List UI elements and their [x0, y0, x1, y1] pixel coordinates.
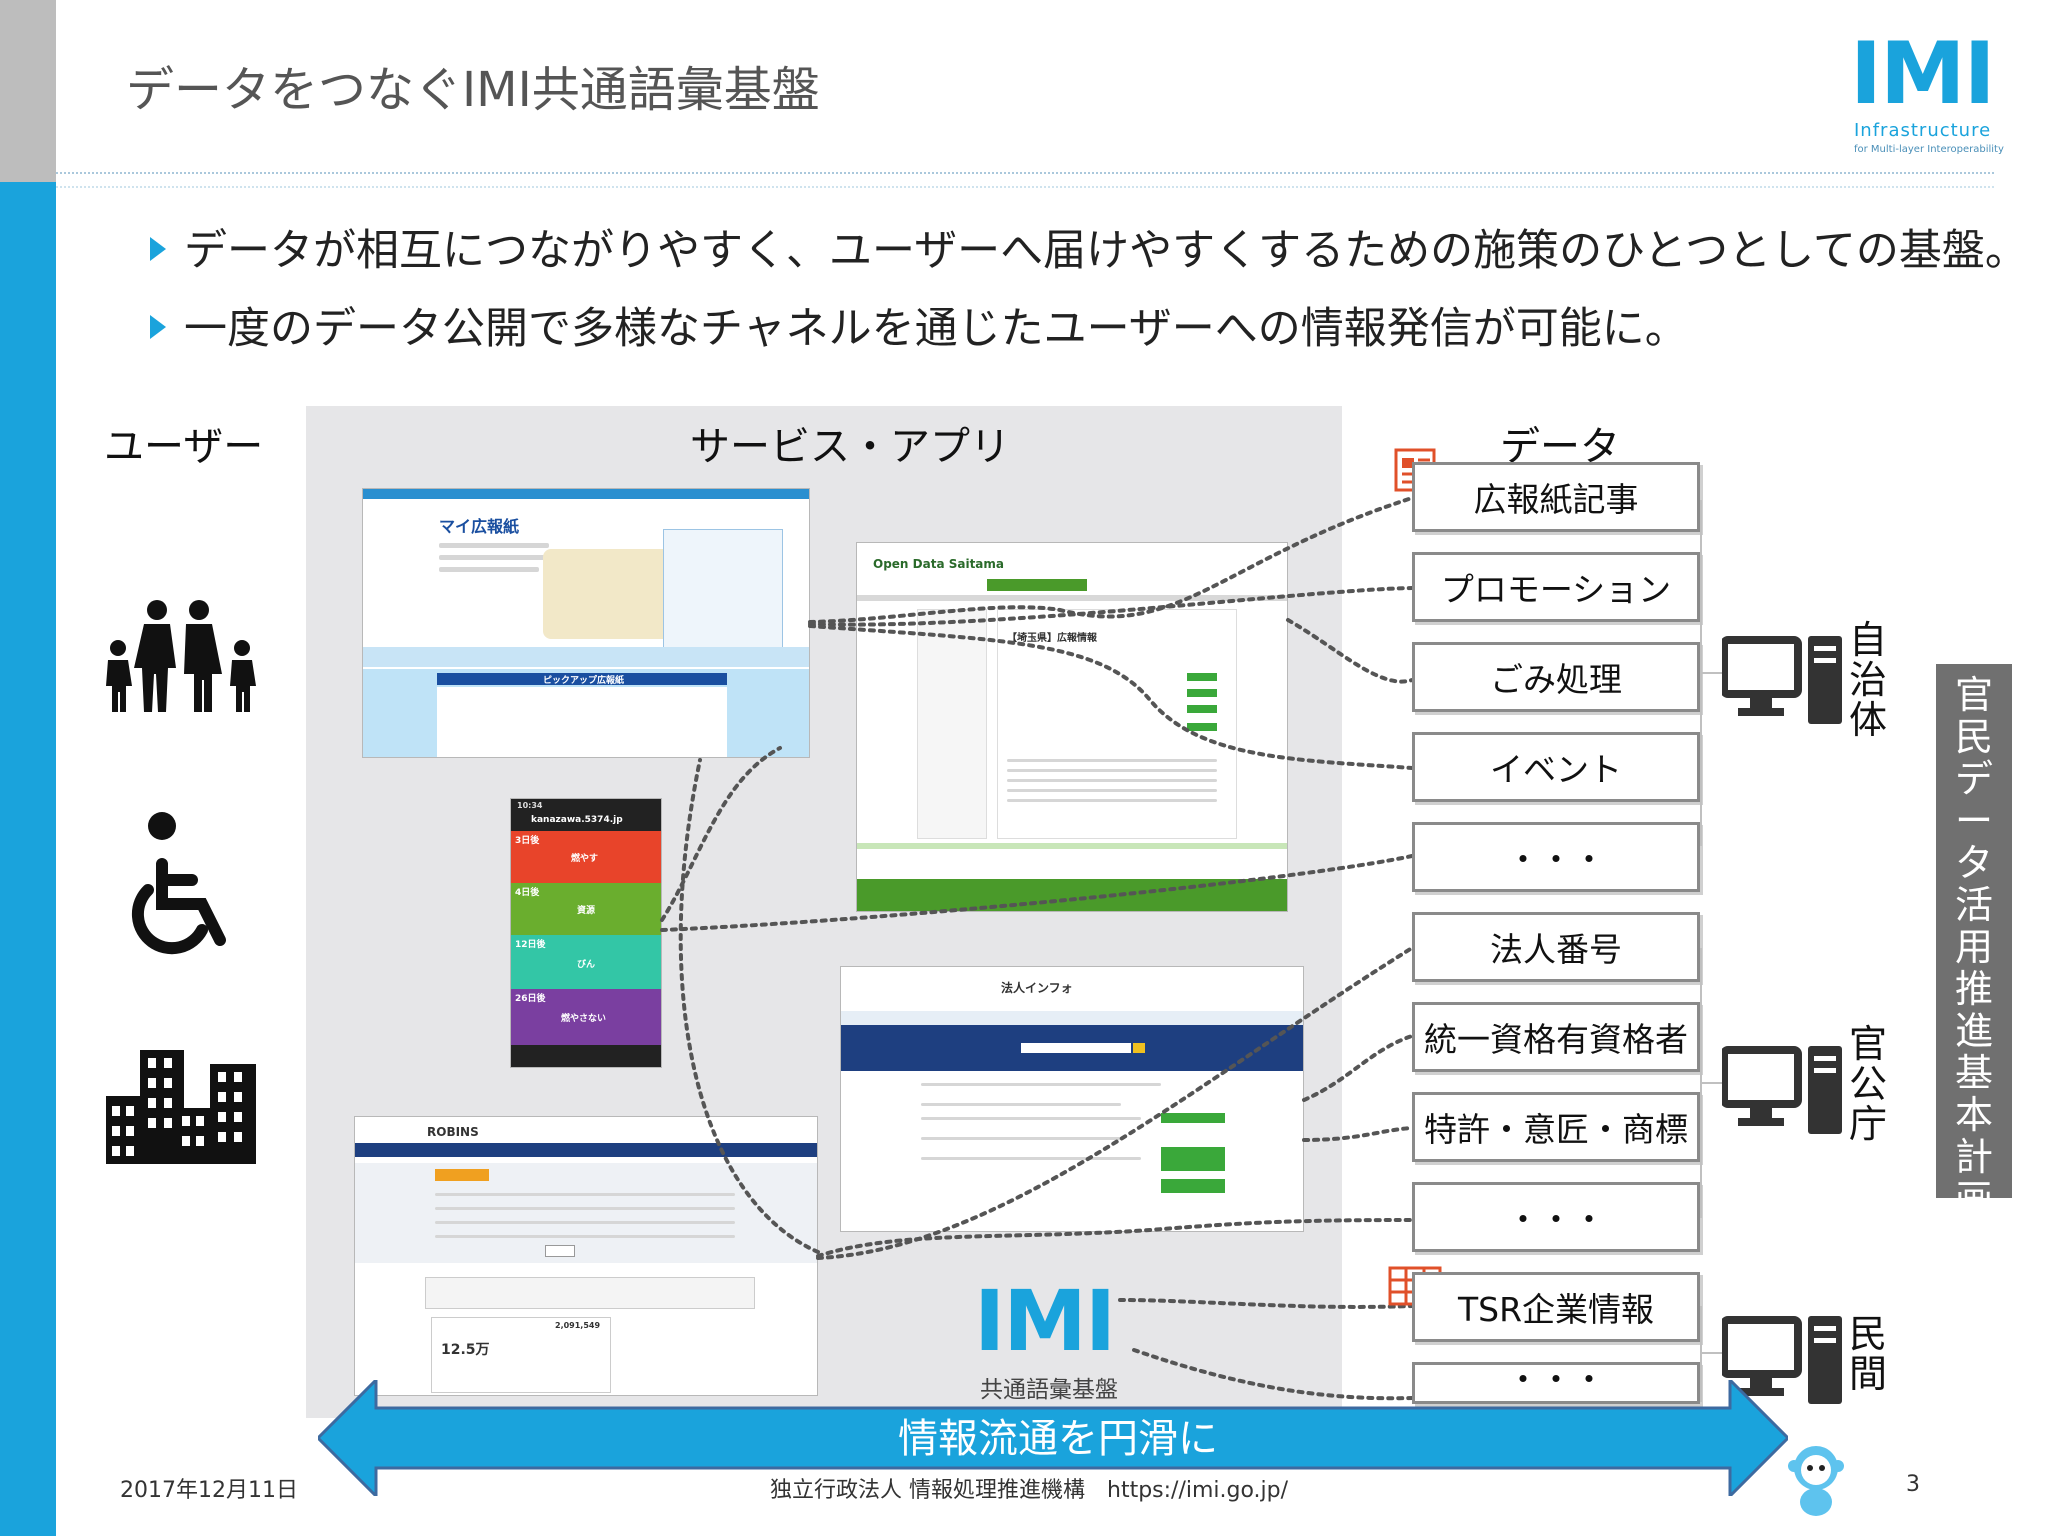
open-data-saitama-screenshot[interactable]: Open Data Saitama 【埼玉県】広報情報 — [856, 542, 1288, 912]
data-item-more-3: ・・・ — [1412, 1360, 1700, 1404]
data-item-promotion: プロモーション — [1412, 552, 1700, 622]
line-gomi-to-dots — [660, 854, 1414, 932]
data-item-qualified: 統一資格有資格者 — [1412, 1002, 1700, 1072]
footer-organization: 独立行政法人 情報処理推進機構 https://imi.go.jp/ — [770, 1478, 1289, 1503]
gomi-address: kanazawa.5374.jp — [531, 815, 623, 825]
bracket-private — [1700, 1306, 1702, 1402]
line-houjin-to-patent — [1302, 1126, 1414, 1142]
houjin-nav — [841, 1011, 1303, 1025]
data-item-patent: 特許・意匠・商標 — [1412, 1092, 1700, 1162]
line-houjin-to-tokyo — [1302, 1034, 1414, 1102]
left-accent-blue — [0, 182, 56, 1536]
line-imi-to-tsr — [1118, 1298, 1414, 1309]
imi-logo: IMI Infrastructure for Multi-layer Inter… — [1850, 24, 2004, 164]
gomi-row-2: 4日後 資源 — [511, 883, 661, 935]
data-item-more-1: ・・・ — [1412, 822, 1700, 892]
houjin-info-screenshot[interactable]: 法人インフォ — [840, 966, 1304, 1232]
line-robins-to-houjin-num — [816, 946, 1414, 1260]
od-nav — [987, 579, 1087, 591]
center-imi-caption: 共通語彙基盤 — [980, 1377, 1118, 1403]
center-imi-logo: IMI — [974, 1272, 1116, 1370]
double-arrow — [318, 1380, 1788, 1496]
od-footer-rule — [857, 843, 1287, 849]
imi-logo-mark: IMI — [1850, 24, 1996, 124]
robins-search — [355, 1163, 817, 1263]
provider-local-gov: 自治体 — [1848, 618, 1887, 742]
gomi-row-3: 12日後 びん — [511, 935, 661, 989]
left-accent-gray — [0, 0, 56, 182]
robins-value: 2,091,549 — [555, 1321, 601, 1330]
line-koho-to-event — [808, 624, 1414, 770]
line-od-to-gomi — [1286, 618, 1414, 684]
gomi-row-4: 26日後 燃やさない — [511, 989, 661, 1045]
arrow-label: 情報流通を円滑に — [898, 1416, 1218, 1462]
services-column-header: サービス・アプリ — [690, 424, 1010, 470]
provider-private: 民間 — [1848, 1312, 1887, 1396]
robins-screenshot[interactable]: ROBINS 12.5万 2,091,549 — [354, 1116, 818, 1396]
users-column-header: ユーザー — [104, 424, 264, 470]
gomi-status-time: 10:34 — [517, 801, 543, 810]
koho-topbar — [363, 489, 809, 499]
my-koho-screenshot[interactable]: マイ広報紙 ピックアップ広報紙 — [362, 488, 810, 758]
buildings-icon — [106, 1050, 256, 1164]
wheelchair-icon — [131, 812, 226, 955]
data-item-more-2: ・・・ — [1412, 1182, 1700, 1252]
bullet-1: データが相互につながりやすく、ユーザーへ届けやすくするための施策のひとつとしての… — [150, 216, 2028, 278]
robins-nav — [355, 1143, 817, 1157]
houjin-title: 法人インフォ — [1001, 981, 1073, 995]
line-koho-to-kohoshi — [808, 496, 1414, 624]
bullet-marker-icon — [150, 315, 166, 339]
koho-login-box — [663, 529, 783, 649]
computer-icon-local-gov — [1722, 636, 1842, 724]
data-item-gomi: ごみ処理 — [1412, 642, 1700, 712]
data-item-tsr: TSR企業情報 — [1412, 1272, 1700, 1342]
computer-icon-private — [1722, 1316, 1842, 1404]
mascot-icon — [1788, 1446, 1844, 1516]
bullet-1-text: データが相互につながりやすく、ユーザーへ届けやすくするための施策のひとつとしての… — [184, 226, 2028, 276]
robins-title: ROBINS — [427, 1125, 479, 1139]
koho-tabs — [363, 647, 809, 667]
data-item-houjin-number: 法人番号 — [1412, 912, 1700, 982]
koho-list — [437, 687, 727, 757]
data-item-event: イベント — [1412, 732, 1700, 802]
imi-logo-line1: Infrastructure — [1854, 120, 1992, 141]
od-panel-title: 【埼玉県】広報情報 — [1007, 633, 1097, 644]
gomi-app-screenshot[interactable]: 10:34 kanazawa.5374.jp 3日後 燃やす 4日後 資源 12… — [510, 798, 662, 1068]
slide-title: データをつなぐIMI共通語彙基盤 — [126, 62, 820, 118]
computer-icon-central-gov — [1722, 1046, 1842, 1134]
page-number: 3 — [1906, 1472, 1920, 1497]
side-plan-label: 官民データ活用推進基本計画 — [1936, 664, 2012, 1220]
family-icon — [106, 600, 256, 712]
line-imi-to-dots3 — [1132, 1348, 1414, 1401]
gomi-row-1: 3日後 燃やす — [511, 831, 661, 883]
bullet-2-text: 一度のデータ公開で多様なチャネルを通じたユーザーへの情報発信が可能に。 — [184, 304, 1688, 354]
line-robins-to-dots — [816, 1218, 1414, 1258]
koho-pickup-label: ピックアップ広報紙 — [543, 676, 625, 686]
line-koho-to-promotion — [808, 586, 1414, 627]
koho-pickup-band — [437, 673, 727, 685]
line-gomi-to-koho — [660, 746, 782, 922]
line-robins-to-up — [678, 758, 820, 1254]
footer-date: 2017年12月11日 — [120, 1478, 298, 1503]
robins-count: 12.5万 — [441, 1342, 490, 1358]
od-brand: Open Data Saitama — [873, 557, 1005, 571]
header-divider — [56, 172, 1994, 174]
od-rule — [857, 595, 1287, 601]
bullet-2: 一度のデータ公開で多様なチャネルを通じたユーザーへの情報発信が可能に。 — [150, 294, 1688, 356]
provider-central-gov: 官公庁 — [1848, 1022, 1887, 1146]
header-divider-2 — [56, 186, 1994, 188]
koho-title: マイ広報紙 — [439, 517, 520, 536]
imi-logo-line2: for Multi-layer Interoperability — [1854, 144, 2004, 155]
data-item-kohoshi: 広報紙記事 — [1412, 462, 1700, 532]
bullet-marker-icon — [150, 237, 166, 261]
